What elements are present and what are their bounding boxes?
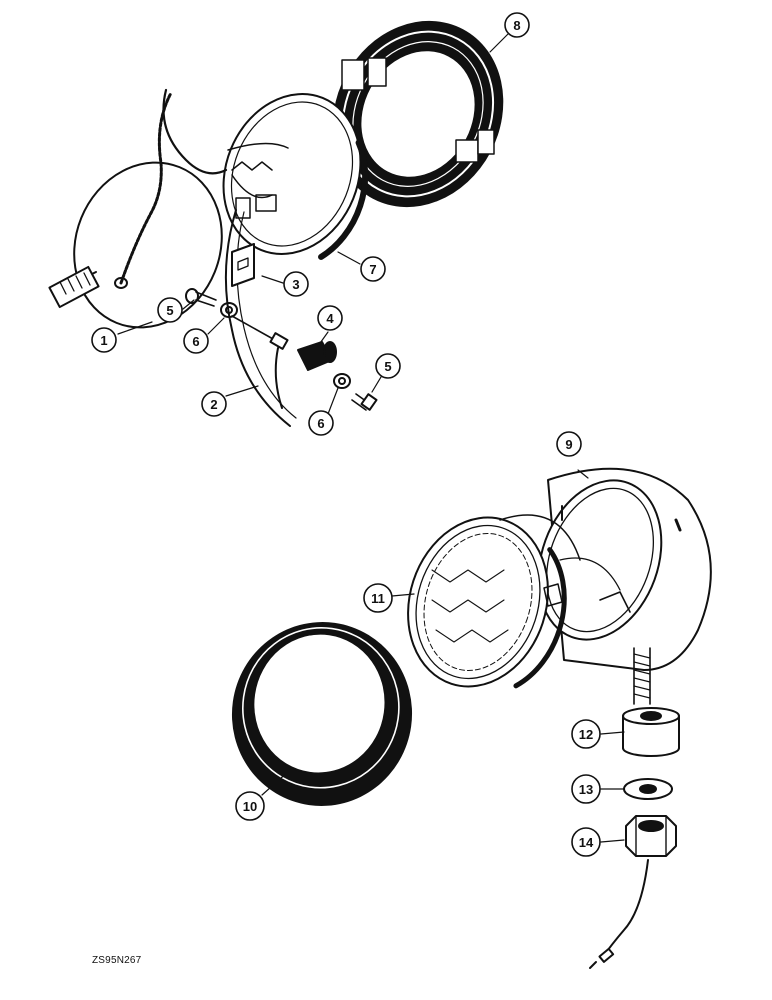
- callout-1-label: 1: [100, 333, 107, 348]
- callout-6-lower: 6: [308, 410, 334, 436]
- callout-6-upper: 6: [183, 328, 209, 354]
- callout-8-label: 8: [513, 18, 520, 33]
- callout-12-label: 12: [579, 727, 593, 742]
- callout-5-lower: 5: [375, 353, 401, 379]
- rubber-housing-ring: [332, 20, 504, 208]
- callout-12: 12: [571, 719, 601, 749]
- upper-washer: [220, 302, 238, 318]
- callout-14: 14: [571, 827, 601, 857]
- lower-mount-washer: [623, 778, 673, 800]
- callout-7: 7: [360, 256, 386, 282]
- callout-7-label: 7: [369, 262, 376, 277]
- callout-13: 13: [571, 774, 601, 804]
- callout-6-lower-label: 6: [317, 416, 324, 431]
- callout-5-lower-label: 5: [384, 359, 391, 374]
- callout-10: 10: [235, 791, 265, 821]
- rubber-bezel-ring: [231, 622, 413, 806]
- callout-markers: 1 2 3 4 5 5 6 6: [91, 12, 601, 857]
- callout-6-upper-label: 6: [192, 334, 199, 349]
- pigtail-wire: [589, 859, 649, 969]
- ground-wire: [231, 315, 289, 409]
- leader-lines: [117, 33, 625, 843]
- lamp-wiring: [162, 88, 297, 427]
- callout-10-label: 10: [243, 799, 257, 814]
- callout-14-label: 14: [579, 835, 594, 850]
- sealed-beam-lamp-lower: [407, 514, 581, 689]
- wire-connector: [297, 341, 337, 371]
- mounting-clip: [231, 243, 255, 287]
- lower-washer: [333, 373, 351, 389]
- drawing-reference-code: ZS95N267: [92, 955, 142, 966]
- callout-8: 8: [504, 12, 530, 38]
- sealed-beam-lamp: [222, 93, 369, 260]
- callout-4: 4: [317, 305, 343, 331]
- callout-1: 1: [91, 327, 117, 353]
- callout-13-label: 13: [579, 782, 593, 797]
- rear-housing-shell: [48, 91, 223, 329]
- lower-bolt: [351, 393, 378, 411]
- callout-5-upper: 5: [157, 297, 183, 323]
- callout-2-label: 2: [210, 397, 217, 412]
- callout-11: 11: [363, 583, 393, 613]
- callout-3-label: 3: [292, 277, 299, 292]
- callout-9: 9: [556, 431, 582, 457]
- callout-5-upper-label: 5: [166, 303, 173, 318]
- callout-11-label: 11: [371, 591, 385, 606]
- callout-3: 3: [283, 271, 309, 297]
- spacer-sleeve: [622, 707, 680, 757]
- upper-bolt: [185, 288, 217, 307]
- callout-4-label: 4: [326, 311, 334, 326]
- lamp-housing: [537, 467, 712, 671]
- callout-2: 2: [201, 391, 227, 417]
- hex-nut: [625, 815, 677, 857]
- callout-9-label: 9: [565, 437, 572, 452]
- threaded-stud: [633, 647, 651, 705]
